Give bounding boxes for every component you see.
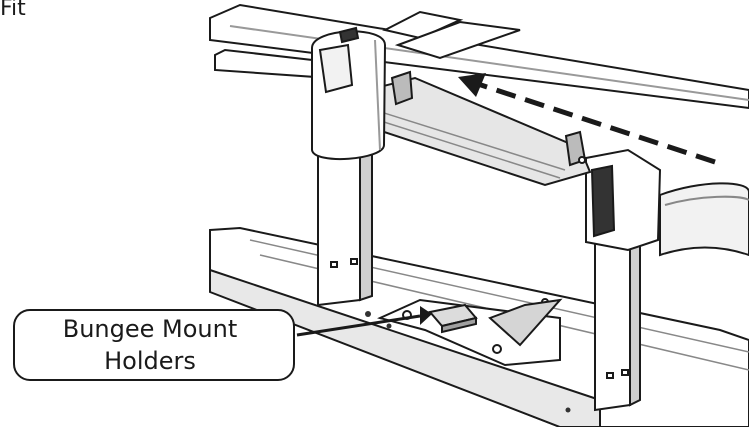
left-clamp (311, 26, 387, 160)
callout-label: Bungee Mount Holders (0, 310, 300, 380)
frame-bolts (365, 311, 571, 413)
callout-box (13, 309, 295, 381)
left-upright (317, 140, 373, 307)
callout-line-2: Holders (104, 347, 196, 375)
right-upright (585, 148, 749, 412)
callout-leader (296, 306, 432, 337)
upper-frame-rails (209, 3, 749, 110)
callout-line-1: Bungee Mount (62, 315, 238, 343)
direction-arrow (458, 73, 716, 165)
corner-label: Fit (0, 0, 26, 21)
plate-bolt (492, 344, 502, 354)
